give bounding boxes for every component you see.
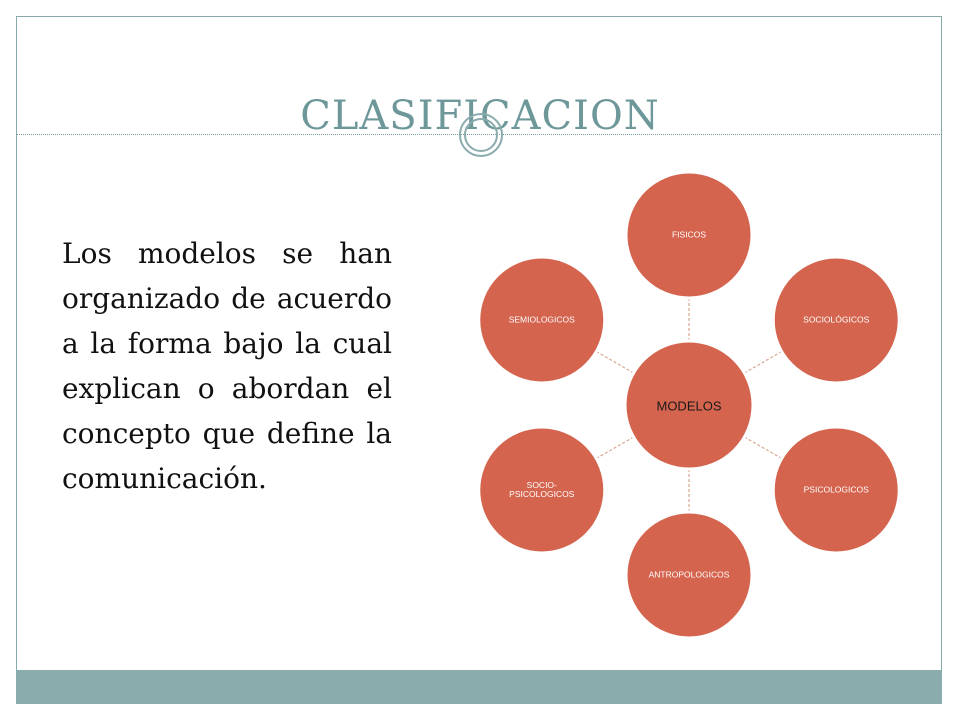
model-node-label: ANTROPOLOGICOS bbox=[649, 569, 730, 579]
connector-line-1 bbox=[744, 350, 782, 374]
model-node: ANTROPOLOGICOS bbox=[624, 510, 754, 640]
center-node-circle bbox=[623, 339, 755, 471]
model-node-label: PSICOLOGICOS bbox=[509, 489, 575, 499]
connector-line-4 bbox=[596, 436, 634, 460]
body-paragraph: Los modelos se han organizado de acuerdo… bbox=[62, 237, 392, 495]
model-node-circle bbox=[624, 170, 754, 300]
model-node-label: SOCIO- bbox=[527, 480, 557, 490]
model-node-label: FISICOS bbox=[672, 229, 706, 239]
model-node-circle bbox=[771, 425, 901, 555]
model-node: FISICOS bbox=[624, 170, 754, 300]
circle-ornament-icon bbox=[459, 113, 503, 157]
model-node-circle bbox=[477, 425, 607, 555]
model-node-label: SOCIOLÓGICOS bbox=[803, 314, 869, 324]
slide-title: CLASIFICACION bbox=[300, 93, 660, 139]
model-node-circle bbox=[771, 255, 901, 385]
model-node: SOCIOLÓGICOS bbox=[771, 255, 901, 385]
model-node-label: SEMIOLOGICOS bbox=[509, 314, 575, 324]
connector-line-2 bbox=[744, 436, 782, 460]
title-divider bbox=[16, 134, 942, 135]
model-node: SEMIOLOGICOS bbox=[477, 255, 607, 385]
center-node-label: MODELOS bbox=[656, 398, 721, 413]
center-node: MODELOS bbox=[623, 339, 755, 471]
model-node-circle bbox=[624, 510, 754, 640]
model-node: PSICOLOGICOS bbox=[771, 425, 901, 555]
model-node-label: PSICOLOGICOS bbox=[804, 484, 870, 494]
model-node-circle bbox=[477, 255, 607, 385]
model-node: SOCIO-PSICOLOGICOS bbox=[477, 425, 607, 555]
connector-line-5 bbox=[596, 350, 634, 374]
footer-band bbox=[16, 670, 942, 704]
